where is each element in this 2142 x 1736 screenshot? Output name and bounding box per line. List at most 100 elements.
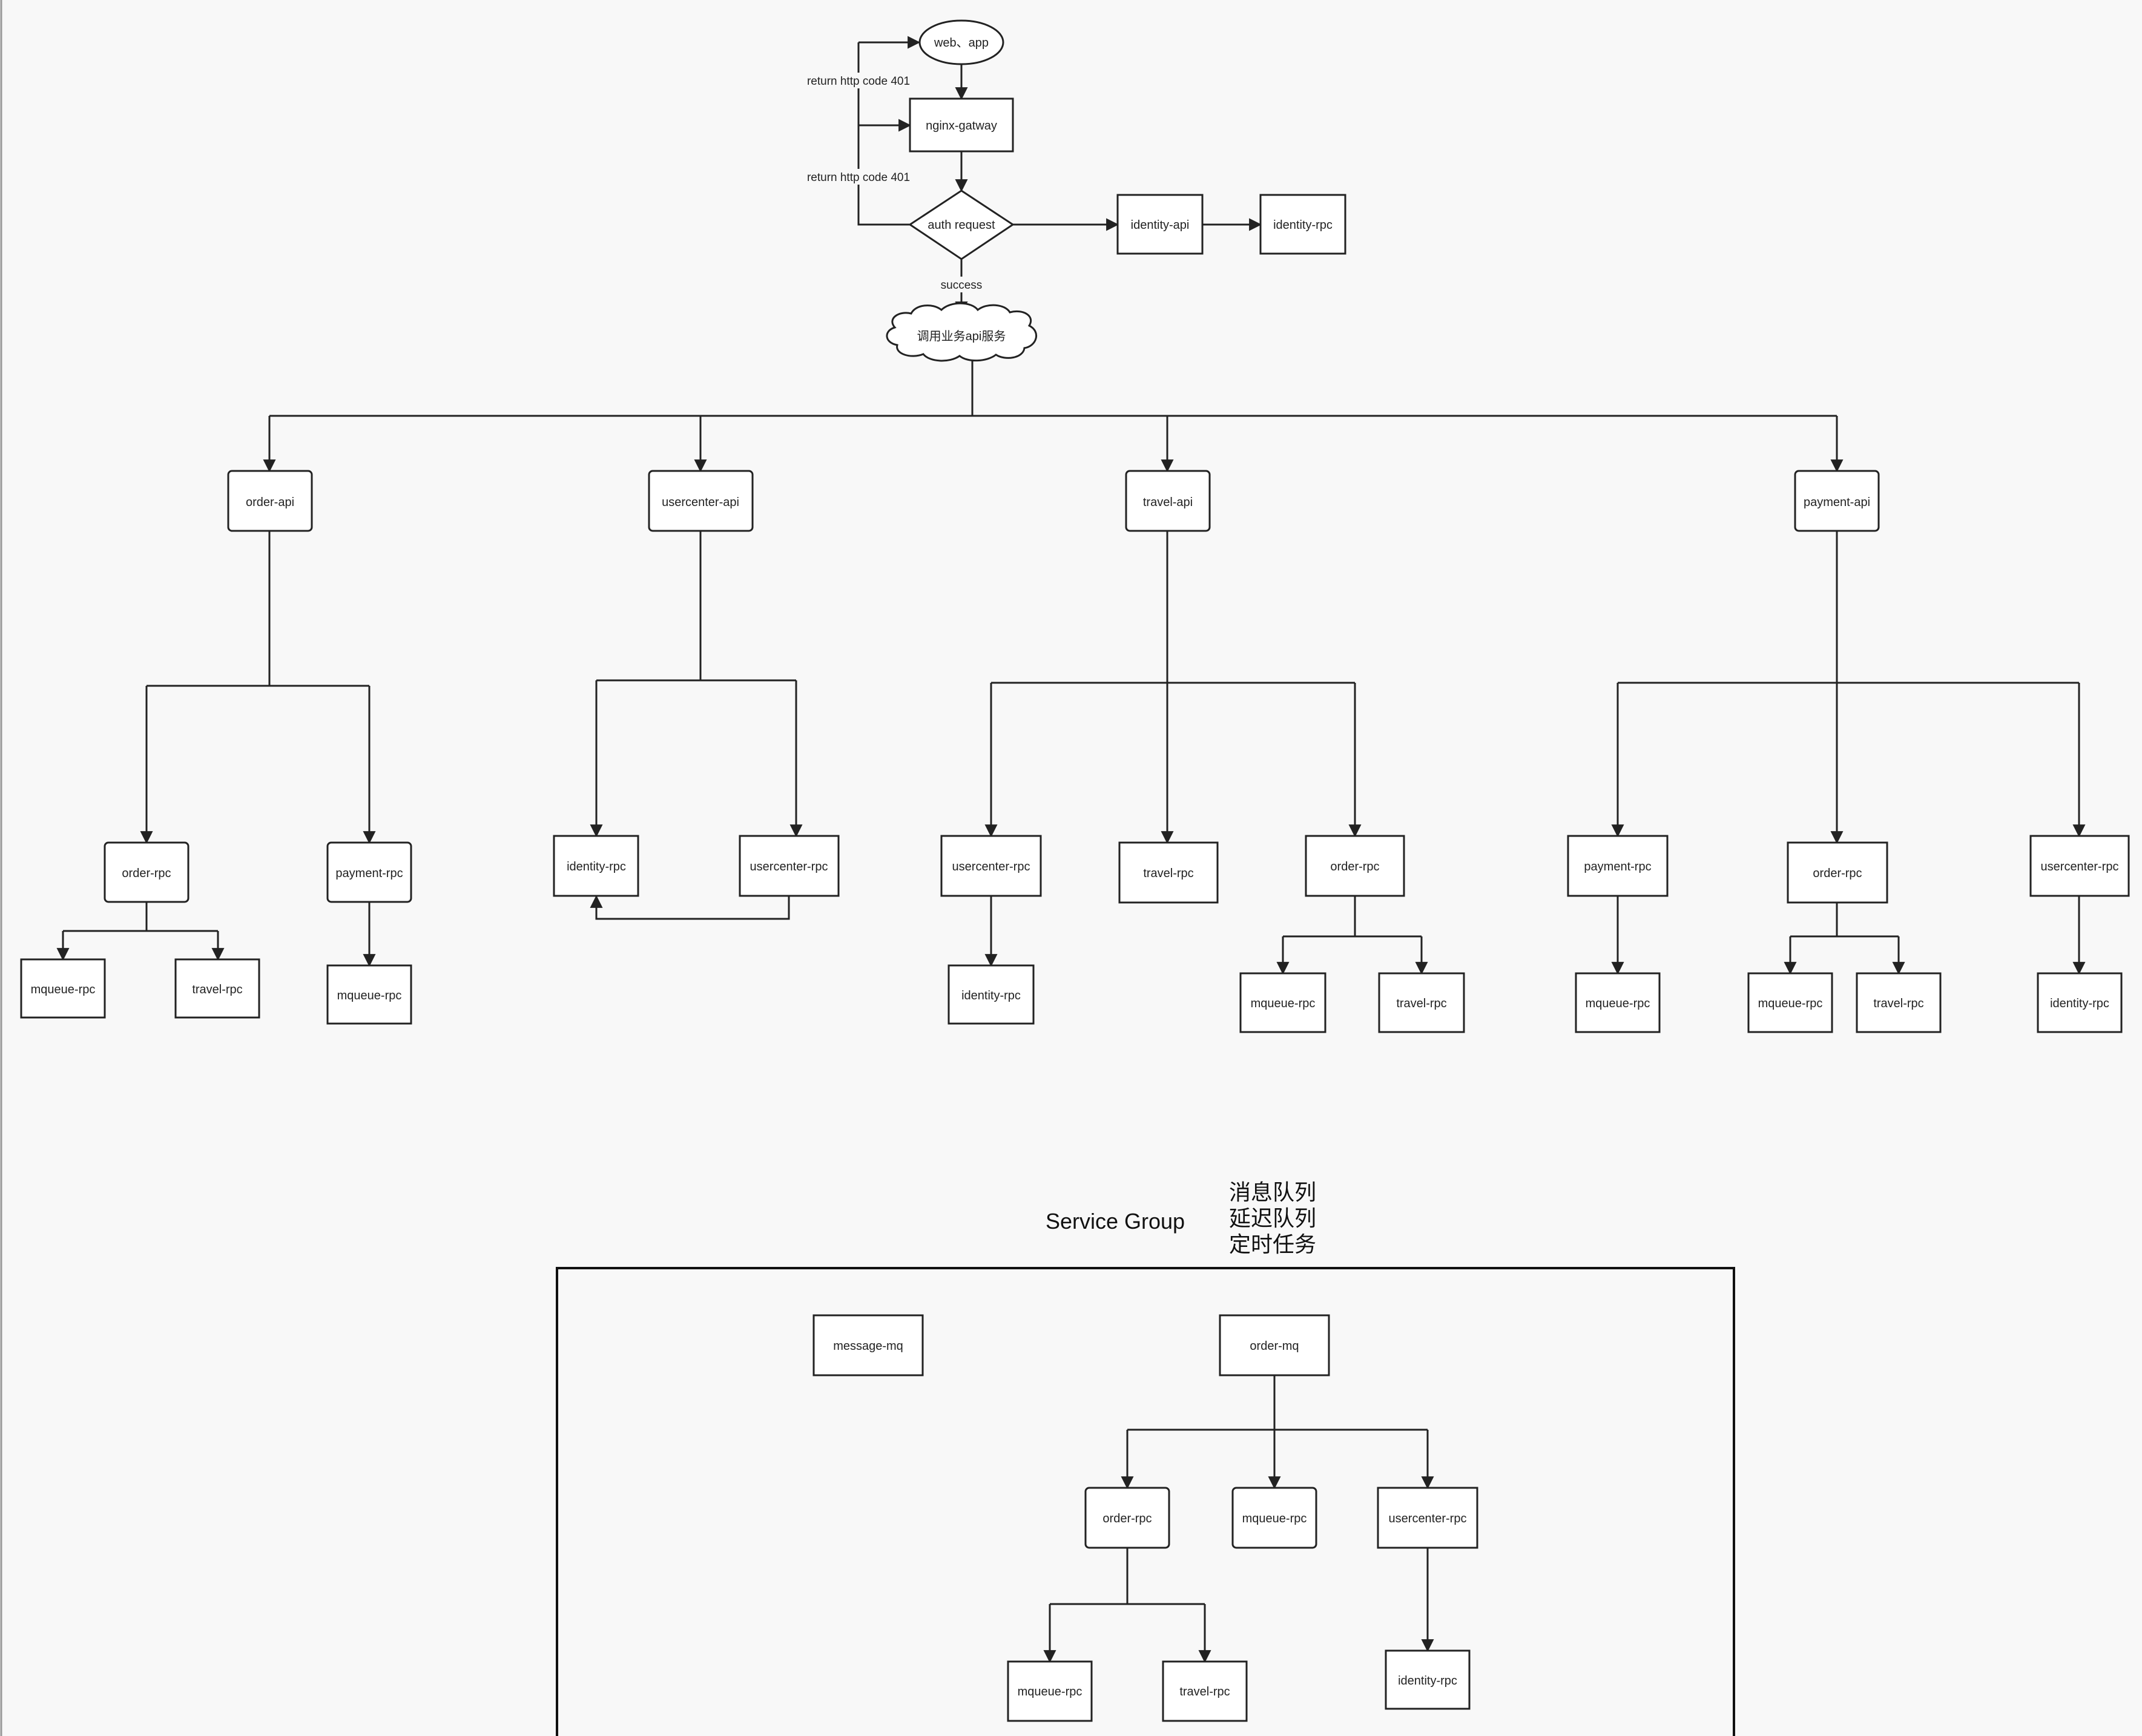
node-sg-travel-rpc[interactable]: travel-rpc (1162, 1660, 1248, 1722)
node-message-mq[interactable]: message-mq (812, 1314, 924, 1376)
node-sg-identity-rpc[interactable]: identity-rpc (1385, 1649, 1471, 1710)
service-group-note-2: 延迟队列 (1229, 1206, 1316, 1231)
edge-travel-api-down (991, 531, 1168, 684)
node-usercenter-api-label: usercenter-api (662, 496, 739, 509)
node-payment-rpc-o[interactable]: payment-rpc (326, 841, 412, 903)
node-business-cloud[interactable]: 调用业务api服务 (886, 302, 1037, 362)
node-mqueue-rpc-o2-label: mqueue-rpc (337, 989, 402, 1002)
label-return-401-b: return http code 401 (807, 171, 910, 184)
node-auth-label: auth request (928, 219, 995, 232)
node-travel-api[interactable]: travel-api (1125, 470, 1211, 532)
node-order-rpc-t[interactable]: order-rpc (1305, 835, 1405, 897)
node-payment-rpc-p[interactable]: payment-rpc (1567, 835, 1669, 897)
node-usercenter-rpc-p-label: usercenter-rpc (2041, 860, 2119, 873)
node-order-rpc-p-label: order-rpc (1813, 867, 1862, 880)
service-group-note-3: 定时任务 (1229, 1232, 1316, 1257)
edge-labels: return http code 401 return http code 40… (805, 73, 984, 292)
node-sg-order-rpc-label: order-rpc (1102, 1512, 1152, 1525)
node-nginx-label: nginx-gatway (926, 119, 997, 133)
node-order-rpc-o[interactable]: order-rpc (104, 841, 189, 903)
api-nodes: order-api usercenter-api travel-api paym… (227, 470, 1880, 532)
edge-usercenter-rpc-to-identity-rpc (590, 895, 790, 920)
node-travel-rpc-p[interactable]: travel-rpc (1856, 972, 1942, 1033)
node-sg-usercenter-rpc[interactable]: usercenter-rpc (1377, 1487, 1478, 1549)
node-sg-mqueue-rpc-2-label: mqueue-rpc (1018, 1685, 1083, 1698)
node-order-rpc-p[interactable]: order-rpc (1787, 841, 1888, 904)
node-auth-request[interactable]: auth request (908, 189, 1015, 260)
edge-usercenter-api-down (596, 531, 702, 682)
edge-payment-api-down (1618, 531, 1838, 684)
edge-order-rpc-t-split (1283, 896, 1356, 938)
node-travel-rpc-t-label: travel-rpc (1143, 867, 1193, 880)
payment-api-children: payment-rpc order-rpc usercenter-rpc mqu… (1567, 835, 2130, 1033)
node-sg-mqueue-rpc[interactable]: mqueue-rpc (1231, 1487, 1317, 1549)
node-mqueue-rpc-o-label: mqueue-rpc (31, 983, 96, 996)
node-identity-rpc-t-label: identity-rpc (961, 989, 1021, 1002)
node-travel-rpc-o[interactable]: travel-rpc (174, 958, 260, 1019)
service-group: Service Group 消息队列 延迟队列 定时任务 message-mq … (556, 1180, 1735, 1736)
node-usercenter-rpc-t-label: usercenter-rpc (952, 860, 1030, 873)
node-mqueue-rpc-p1[interactable]: mqueue-rpc (1575, 972, 1661, 1033)
edge-order-rpc-split (63, 902, 148, 932)
node-payment-rpc-p-label: payment-rpc (1584, 860, 1651, 873)
service-group-note-1: 消息队列 (1229, 1180, 1316, 1205)
node-usercenter-rpc-u[interactable]: usercenter-rpc (739, 835, 840, 897)
node-identity-api[interactable]: identity-api (1116, 194, 1204, 255)
node-identity-rpc-u-label: identity-rpc (567, 860, 626, 873)
travel-api-children: usercenter-rpc travel-rpc order-rpc iden… (940, 835, 1465, 1033)
node-nginx-gatway[interactable]: nginx-gatway (909, 97, 1014, 153)
node-identity-rpc-top[interactable]: identity-rpc (1259, 194, 1346, 255)
node-payment-api[interactable]: payment-api (1794, 470, 1880, 532)
node-sg-travel-rpc-label: travel-rpc (1179, 1685, 1230, 1698)
edge-order-rpc-p-split (1790, 902, 1838, 938)
node-usercenter-rpc-p[interactable]: usercenter-rpc (2029, 835, 2130, 897)
node-sg-identity-rpc-label: identity-rpc (1398, 1674, 1457, 1688)
node-web-app[interactable]: web、app (918, 19, 1004, 65)
node-travel-rpc-p-label: travel-rpc (1873, 997, 1923, 1010)
node-order-rpc-o-label: order-rpc (122, 867, 171, 880)
node-business-label: 调用业务api服务 (917, 329, 1006, 343)
node-identity-rpc-p[interactable]: identity-rpc (2037, 972, 2123, 1033)
node-travel-rpc-t2[interactable]: travel-rpc (1378, 972, 1465, 1033)
node-travel-rpc-t[interactable]: travel-rpc (1118, 841, 1219, 904)
node-mqueue-rpc-o[interactable]: mqueue-rpc (20, 958, 106, 1019)
edge-sg-order-rpc-split (1050, 1548, 1129, 1605)
edge-order-mq-down (1127, 1375, 1276, 1431)
edge-order-api-down (147, 531, 271, 687)
node-usercenter-api[interactable]: usercenter-api (648, 470, 754, 532)
node-order-mq-label: order-mq (1250, 1340, 1299, 1353)
node-mqueue-rpc-p2[interactable]: mqueue-rpc (1747, 972, 1833, 1033)
node-identity-api-label: identity-api (1131, 219, 1190, 232)
node-travel-rpc-t2-label: travel-rpc (1396, 997, 1446, 1010)
node-sg-mqueue-rpc-2[interactable]: mqueue-rpc (1007, 1660, 1093, 1722)
service-group-box (556, 1267, 1735, 1736)
node-order-mq[interactable]: order-mq (1219, 1314, 1330, 1376)
node-mqueue-rpc-p1-label: mqueue-rpc (1586, 997, 1650, 1010)
service-group-title: Service Group (1046, 1209, 1185, 1234)
node-message-mq-label: message-mq (833, 1340, 903, 1353)
node-mqueue-rpc-t-label: mqueue-rpc (1251, 997, 1316, 1010)
node-payment-api-label: payment-api (1804, 496, 1870, 509)
edge-auth-return-401 (857, 42, 910, 226)
node-mqueue-rpc-o2[interactable]: mqueue-rpc (326, 964, 412, 1025)
node-sg-order-rpc[interactable]: order-rpc (1084, 1487, 1170, 1549)
node-payment-rpc-o-label: payment-rpc (335, 867, 403, 880)
node-sg-mqueue-rpc-label: mqueue-rpc (1242, 1512, 1307, 1525)
node-mqueue-rpc-t[interactable]: mqueue-rpc (1239, 972, 1326, 1033)
node-order-rpc-t-label: order-rpc (1330, 860, 1379, 873)
node-order-api-label: order-api (246, 496, 294, 509)
node-identity-rpc-t[interactable]: identity-rpc (947, 964, 1035, 1025)
node-travel-api-label: travel-api (1143, 496, 1193, 509)
node-usercenter-rpc-t[interactable]: usercenter-rpc (940, 835, 1042, 897)
node-travel-rpc-o-label: travel-rpc (192, 983, 242, 996)
node-sg-usercenter-rpc-label: usercenter-rpc (1389, 1512, 1467, 1525)
top-flow-nodes: web、app nginx-gatway auth request identi… (886, 19, 1346, 362)
node-usercenter-rpc-u-label: usercenter-rpc (750, 860, 828, 873)
node-identity-rpc-u[interactable]: identity-rpc (553, 835, 639, 897)
usercenter-api-children: identity-rpc usercenter-rpc (553, 835, 840, 897)
node-identity-rpc-top-label: identity-rpc (1273, 219, 1333, 232)
node-order-api[interactable]: order-api (227, 470, 313, 532)
order-api-children: order-rpc payment-rpc mqueue-rpc travel-… (20, 841, 412, 1025)
edges (56, 36, 2086, 1663)
